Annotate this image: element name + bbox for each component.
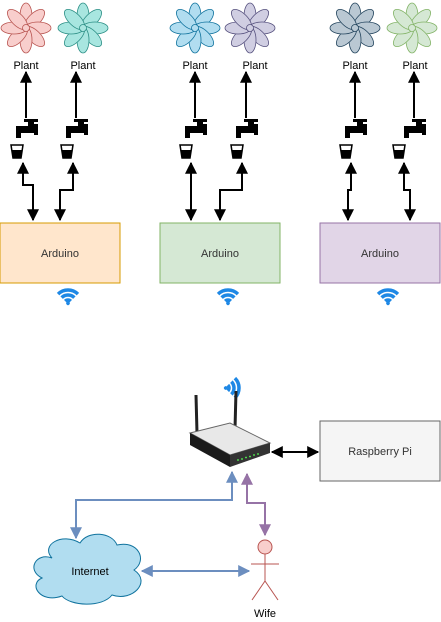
plant-label: Plant	[13, 60, 38, 72]
router-internet-link	[70, 470, 238, 540]
wifi-icon	[376, 288, 400, 306]
plant-icon	[0, 2, 52, 54]
faucet-icon	[404, 119, 426, 138]
plant-icon	[386, 2, 438, 54]
arduino-label: Arduino	[361, 248, 399, 260]
cup-icon	[230, 144, 244, 159]
arduino-box	[0, 222, 121, 284]
cup-icon	[10, 144, 24, 159]
plant-icon	[224, 2, 276, 54]
plant-icon	[57, 2, 109, 54]
cup-icon	[179, 144, 193, 159]
cup-icon	[60, 144, 74, 159]
cup-icon	[339, 144, 353, 159]
sensor-group-3: Plant Plant Arduino	[319, 2, 441, 306]
wifi-icon	[56, 288, 80, 306]
arduino-box	[159, 222, 281, 284]
sensor-group-2: Plant Plant Arduino	[159, 2, 281, 306]
faucet-icon	[16, 119, 38, 138]
router-icon	[188, 390, 272, 467]
raspberry-pi-label: Raspberry Pi	[348, 446, 412, 458]
connector-arrow	[342, 161, 357, 222]
wife-label: Wife	[254, 608, 276, 620]
faucet-icon	[185, 119, 207, 138]
plant-label: Plant	[70, 60, 95, 72]
arduino-box	[319, 222, 441, 284]
plant-label: Plant	[242, 60, 267, 72]
internet-cloud	[33, 533, 142, 605]
router-wife-link	[241, 472, 271, 537]
internet-label: Internet	[71, 566, 108, 578]
connector-arrow	[54, 161, 79, 222]
faucet-icon	[236, 119, 258, 138]
connector-arrow	[17, 161, 39, 222]
cup-icon	[392, 144, 406, 159]
router-wifi-icon	[223, 376, 241, 400]
plant-label: Plant	[182, 60, 207, 72]
arduino-label: Arduino	[41, 248, 79, 260]
sensor-group-1: Plant Plant Arduino	[0, 2, 121, 306]
plant-label: Plant	[402, 60, 427, 72]
plant-icon	[329, 2, 381, 54]
connector-arrow	[214, 161, 248, 222]
arduino-label: Arduino	[201, 248, 239, 260]
wifi-icon	[216, 288, 240, 306]
plant-icon	[169, 2, 221, 54]
faucet-icon	[66, 119, 88, 138]
raspberry-pi-box	[319, 420, 441, 482]
connector-arrow	[398, 161, 416, 222]
plant-label: Plant	[342, 60, 367, 72]
faucet-icon	[345, 119, 367, 138]
person-icon	[251, 539, 279, 601]
